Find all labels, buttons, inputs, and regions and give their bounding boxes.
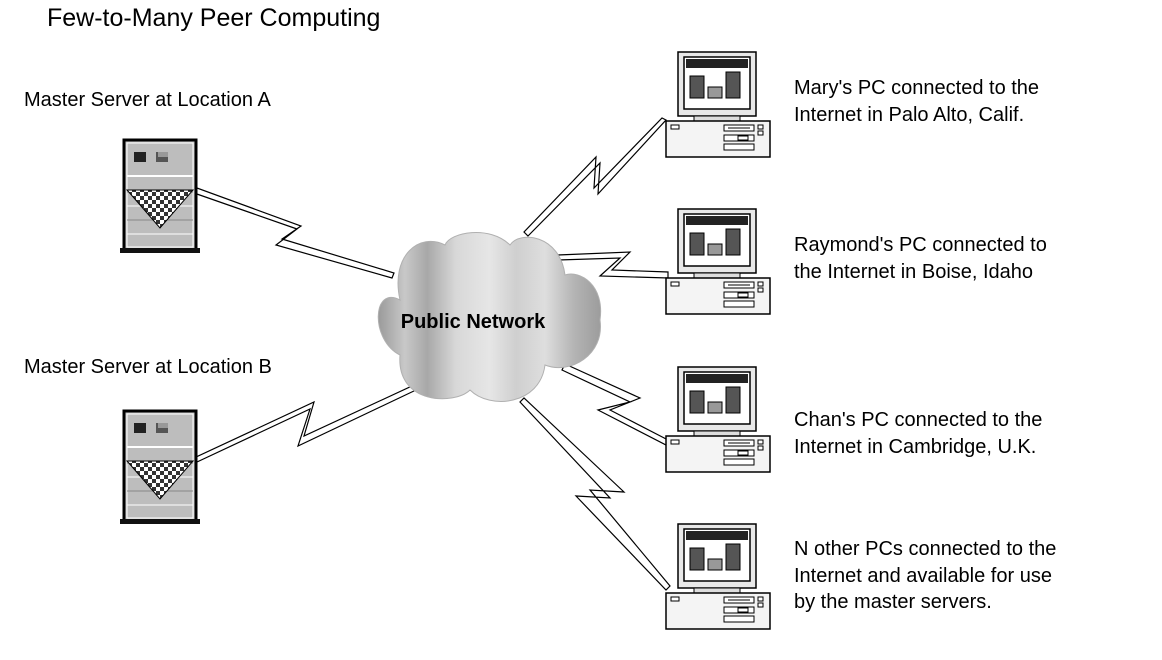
pc-label-line: Internet and available for use (794, 564, 1052, 587)
server-a-label: Master Server at Location A (24, 89, 271, 111)
pc-label-chan: Chan's PC connected to the Internet in C… (794, 407, 1042, 460)
lightning-link-icon (557, 251, 669, 279)
pc-label-line: Internet in Palo Alto, Calif. (794, 103, 1025, 126)
lightning-link-icon (523, 117, 667, 237)
pc-label-mary: Mary's PC connected to the Internet in P… (794, 75, 1039, 128)
pc-label-line: N other PCs connected to the (794, 538, 1057, 560)
lightning-link-icon (193, 385, 418, 463)
pc-label-line: Internet in Cambridge, U.K. (794, 435, 1037, 458)
server-icon (118, 138, 202, 255)
lightning-link-icon (193, 187, 395, 279)
pc-label-line: by the master servers. (794, 591, 992, 613)
pc-label-raymond: Raymond's PC connected to the Internet i… (794, 232, 1047, 285)
desktop-pc-icon (665, 208, 771, 315)
desktop-pc-icon (665, 51, 771, 158)
pc-label-line: Raymond's PC connected to (794, 234, 1047, 256)
lightning-link-icon (519, 397, 671, 591)
cloud-icon (377, 232, 602, 402)
desktop-pc-icon (665, 523, 771, 630)
pc-label-line: Mary's PC connected to the (794, 77, 1040, 99)
server-icon (118, 409, 202, 526)
desktop-pc-icon (665, 366, 771, 473)
cloud-label: Public Network (401, 311, 546, 333)
pc-label-line: Chan's PC connected to the (794, 409, 1043, 431)
diagram-title: Few-to-Many Peer Computing (47, 4, 381, 32)
server-b-label: Master Server at Location B (24, 356, 272, 378)
lightning-link-icon (561, 363, 671, 447)
pc-label-n-others: N other PCs connected to the Internet an… (794, 536, 1056, 616)
pc-label-line: the Internet in Boise, Idaho (794, 260, 1034, 283)
